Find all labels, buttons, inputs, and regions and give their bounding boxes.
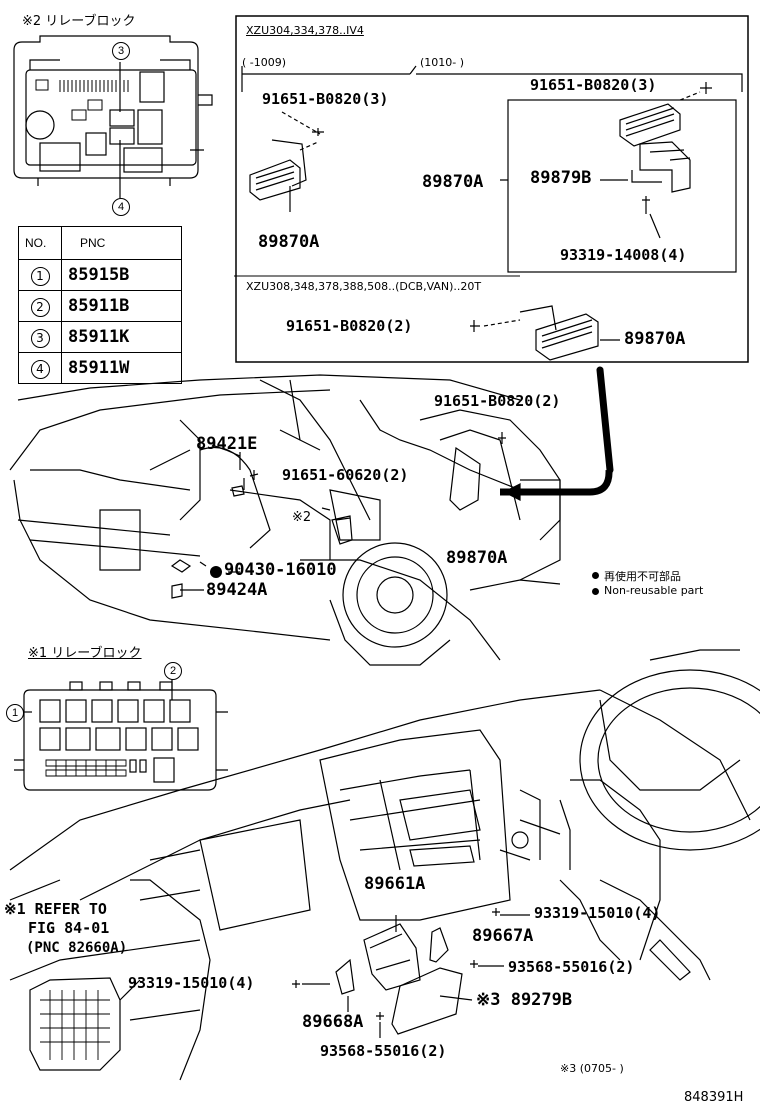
pnc-header-no: NO. [18,226,62,260]
module-89870a-left [249,111,324,212]
module-89870a-bottom [470,305,620,361]
row-pnc: 85911W [61,352,182,384]
row-pnc: 85911B [61,290,182,322]
part-93568-55016-left: 93568-55016(2) [320,1042,447,1060]
variant-bottom-part: 89870A [624,329,686,349]
variant-bottom-bolt: 91651-B0820(2) [286,317,413,335]
part-89870a-engine: 89870A [446,548,508,568]
part-89424a: 89424A [206,580,268,600]
table-row: 2 85911B [18,290,182,322]
relay-block-1-drawing [14,676,228,791]
legend-label-jp: 再使用不可部品 [604,570,681,583]
refer-line-2: FIG 84-01 [28,919,110,937]
row-pnc: 85915B [61,259,182,291]
relay-block-2-title: ※2 リレーブロック [22,14,136,29]
refer-line-1: ※1 REFER TO [4,900,107,918]
note-3-period: ※3 (0705- ) [560,1062,624,1075]
part-91651-60620: 91651-60620(2) [282,466,409,484]
variant-range-left: ( -1009) [242,56,287,69]
part-89667a: 89667A [472,926,534,946]
refer-line-3: (PNC 82660A) [26,940,128,956]
table-row: 1 85915B [18,259,182,291]
pnc-header-pnc: PNC [61,226,182,260]
relay-block-1-callout-1: 1 [6,704,24,722]
dashboard-drawing [9,649,760,1081]
relay-block-2-drawing [13,35,213,198]
row-number: 1 [30,266,50,286]
variant-right-part: 89870A [422,172,484,192]
variant-right-bracket: 89879B [530,168,592,188]
variant-range-right: (1010- ) [420,56,465,69]
row-number: 4 [30,359,50,379]
table-row: 3 85911K [18,321,182,353]
illustration-code: 848391H [684,1090,744,1105]
variant-left-part: 89870A [258,232,320,252]
relay-block-2-marker: ※2 [292,510,312,525]
part-89279b: ※3 89279B [476,990,573,1010]
variant-left-bolt: 91651-B0820(3) [262,90,389,108]
part-93319-15010-left: 93319-15010(4) [128,974,255,992]
relay-block-2-callout-3: 3 [112,42,130,60]
part-91651-b0820-engine: 91651-B0820(2) [434,392,561,410]
part-89668a: 89668A [302,1012,364,1032]
part-89661a: 89661A [364,874,426,894]
variant-right-bolt: 91651-B0820(3) [530,76,657,94]
row-number: 3 [30,328,50,348]
row-number: 2 [30,297,50,317]
relay-block-2-callout-4: 4 [112,198,130,216]
row-pnc: 85911K [61,321,182,353]
legend-dot-2 [592,588,599,595]
pnc-table: NO. PNC 1 85915B 2 85911B 3 85911K 4 859… [18,226,182,384]
non-reusable-dot [210,566,222,578]
engine-area-drawing [9,366,614,666]
module-89870a-right [500,82,712,239]
part-93319-15010-right: 93319-15010(4) [534,904,661,922]
legend-dot-1 [592,572,599,579]
relay-block-1-title: ※1 リレーブロック [28,646,142,661]
part-93568-55016-right: 93568-55016(2) [508,958,635,976]
relay-block-1-callout-2: 2 [164,662,182,680]
variant-right-screw: 93319-14008(4) [560,246,687,264]
part-90430-16010: 90430-16010 [224,560,337,580]
table-row: 4 85911W [18,352,182,384]
variant-model-top: XZU304,334,378..IV4 [246,24,364,37]
variant-model-bottom: XZU308,348,378,388,508..(DCB,VAN)..20T [246,280,482,293]
legend-label-en: Non-reusable part [604,584,704,597]
part-89421e: 89421E [196,434,258,454]
